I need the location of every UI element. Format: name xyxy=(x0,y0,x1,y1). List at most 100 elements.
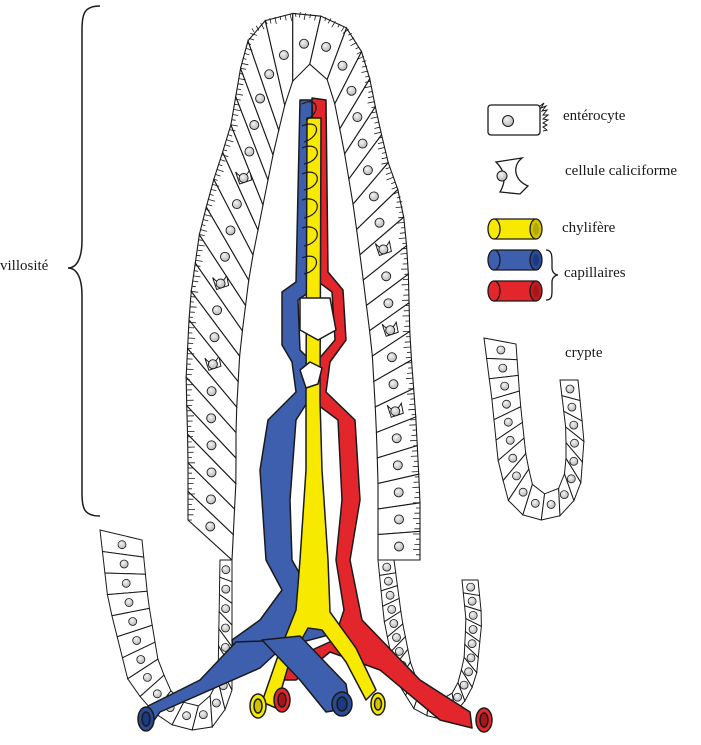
cell-nucleus xyxy=(337,60,348,71)
cell-nucleus xyxy=(468,625,478,634)
cell-nucleus xyxy=(392,633,401,642)
microvilli xyxy=(185,12,420,556)
cell-nucleus xyxy=(459,680,469,690)
cell-nucleus xyxy=(205,521,216,532)
cell-nucleus xyxy=(512,471,521,481)
cell-nucleus xyxy=(466,653,476,663)
cell-nucleus xyxy=(388,379,399,390)
cell-nucleus xyxy=(378,244,389,255)
label-crypte: crypte xyxy=(565,345,603,361)
cell-nucleus xyxy=(231,199,242,210)
cell-nucleus xyxy=(502,399,511,409)
goblet-cell-icon xyxy=(494,156,530,195)
cell-nucleus xyxy=(198,710,208,719)
cell-nucleus xyxy=(389,619,399,628)
cell-nucleus xyxy=(570,438,579,448)
cell-nucleus xyxy=(468,611,478,620)
cell-nucleus xyxy=(352,112,363,123)
cell-nucleus xyxy=(136,655,146,664)
cell-nucleus xyxy=(206,467,217,478)
cell-nucleus xyxy=(383,576,393,586)
cell-nucleus xyxy=(383,298,394,309)
cell-nucleus xyxy=(500,381,510,391)
enterocyte-icon xyxy=(487,102,550,136)
cell-nucleus xyxy=(503,417,513,427)
cell-nucleus xyxy=(124,598,134,607)
cell-nucleus xyxy=(546,500,556,509)
cell-nucleus xyxy=(385,325,396,336)
cell-nucleus xyxy=(182,711,192,721)
cell-nucleus xyxy=(393,487,404,498)
cell-nucleus xyxy=(221,604,231,613)
cell-nucleus xyxy=(207,359,218,370)
cell-nucleus xyxy=(128,617,138,626)
cell-nucleus xyxy=(518,487,528,497)
cell-nucleus xyxy=(220,251,230,262)
cell-nucleus xyxy=(206,494,216,505)
cell-nucleus xyxy=(569,456,579,466)
cell-nucleus xyxy=(206,413,217,424)
cell-nucleus xyxy=(385,590,395,600)
cell-nucleus xyxy=(220,643,230,652)
cell-nucleus xyxy=(387,605,397,614)
cell-nucleus xyxy=(299,38,309,49)
cell-nucleus xyxy=(206,440,217,451)
cell-nucleus xyxy=(566,474,576,484)
villus-epithelium xyxy=(185,12,421,562)
cell-nucleus xyxy=(496,345,506,355)
cell-nucleus xyxy=(505,435,515,445)
yellow-lacteal xyxy=(261,117,377,709)
cell-nucleus xyxy=(121,578,131,588)
cell-nucleus xyxy=(278,50,289,61)
brush-border xyxy=(185,12,420,556)
cell-nucleus xyxy=(567,402,577,412)
cell-nucleus xyxy=(142,673,152,682)
cell-nucleus xyxy=(394,514,404,525)
cell-nucleus xyxy=(569,420,579,430)
cell-nucleus xyxy=(386,352,397,363)
cell-nucleus xyxy=(264,69,275,80)
cell-nucleus xyxy=(206,386,217,397)
cell-nucleus xyxy=(381,271,392,282)
cell-nucleus xyxy=(119,559,129,569)
cell-nucleus xyxy=(357,138,368,149)
villosite-brace xyxy=(67,5,101,517)
cell-nucleus xyxy=(374,217,385,228)
cell-nucleus xyxy=(221,623,230,633)
legend xyxy=(483,102,585,521)
cell-nucleus xyxy=(362,165,373,176)
label-capillaires: capillaires xyxy=(564,265,626,281)
cell-nucleus xyxy=(321,41,332,52)
legend-crypt-cells xyxy=(483,337,585,521)
cell-nucleus xyxy=(498,363,508,373)
cell-nucleus xyxy=(221,565,231,575)
label-enterocyte: entérocyte xyxy=(563,108,626,124)
cell-nucleus xyxy=(368,191,379,202)
left-crypt xyxy=(99,529,233,731)
cell-nucleus xyxy=(212,305,223,316)
label-chylifere: chylifère xyxy=(562,220,616,236)
base-crypts xyxy=(99,529,482,731)
cell-nucleus xyxy=(390,406,401,417)
cell-nucleus xyxy=(559,490,569,500)
cell-nucleus xyxy=(255,93,266,104)
label-caliciforme: cellule caliciforme xyxy=(565,163,678,179)
crypt-icon xyxy=(483,337,585,521)
cell-nucleus xyxy=(221,584,231,594)
cell-nucleus xyxy=(117,540,127,550)
cell-nucleus xyxy=(467,596,477,606)
capillary-blue-icon xyxy=(487,249,543,271)
cell-nucleus xyxy=(391,433,402,444)
label-villosite: villosité xyxy=(0,258,49,274)
cell-nucleus xyxy=(238,173,249,183)
cell-nucleus xyxy=(392,460,403,471)
lacteal-icon xyxy=(487,218,543,240)
cell-nucleus xyxy=(466,582,476,592)
capillary-red-icon xyxy=(487,280,543,302)
cell-nucleus xyxy=(453,692,463,702)
cell-nucleus xyxy=(394,647,404,656)
vessels xyxy=(147,97,473,729)
capillaires-brace xyxy=(545,249,559,301)
